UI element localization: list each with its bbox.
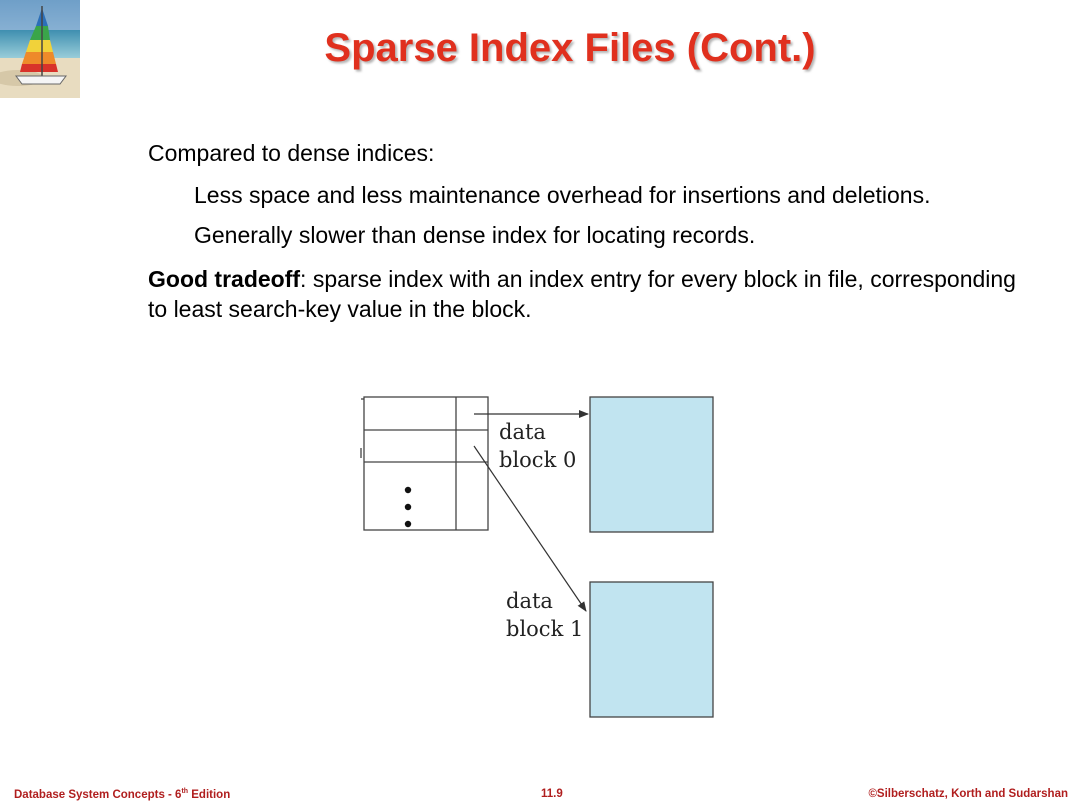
block-0-label-line1: data: [499, 420, 546, 444]
block-1-label-line1: data: [506, 589, 553, 613]
footer-page-number: 11.9: [541, 788, 563, 800]
sailboat-logo-icon: [0, 0, 80, 98]
sub-bullet-slower: Generally slower than dense index for lo…: [194, 222, 756, 248]
data-block-0: [589, 396, 714, 533]
good-tradeoff-emphasis: Good tradeoff: [148, 266, 301, 292]
footer-copyright: ©Silberschatz, Korth and Sudarshan: [868, 788, 1068, 800]
block-0-label-line2: block 0: [499, 448, 576, 472]
footer-edition-sup: th: [181, 788, 189, 795]
block-1-label-line2: block 1: [506, 617, 583, 641]
footer-book-title: Database System Concepts - 6th Edition: [14, 788, 230, 801]
pointer-arrow-block-1: [473, 445, 587, 612]
index-ellipsis-dots: [404, 486, 412, 528]
good-tradeoff-text: : sparse index with an index entry for e…: [148, 266, 1016, 322]
footer-book-title-main: Database System Concepts - 6: [14, 788, 182, 801]
bullet-compared-dense: Compared to dense indices:: [148, 140, 435, 166]
sparse-index-diagram: data block 0 data block 1: [340, 385, 740, 730]
index-table: [360, 396, 489, 531]
bullet-good-tradeoff: Good tradeoff: sparse index with an inde…: [148, 264, 1028, 324]
slide-body: Compared to dense indices: Less space an…: [148, 138, 1028, 324]
slide-title: Sparse Index Files (Cont.): [324, 26, 816, 70]
data-block-1: [589, 581, 714, 718]
sub-bullet-less-space: Less space and less maintenance overhead…: [194, 182, 931, 208]
footer-edition-tail: Edition: [188, 788, 231, 801]
